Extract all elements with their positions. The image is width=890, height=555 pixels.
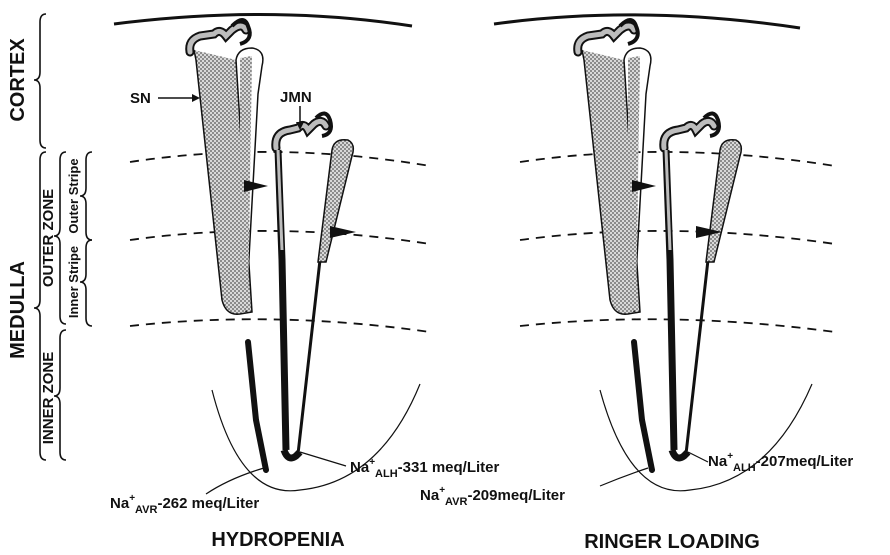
- jmn-label: JMN: [280, 89, 312, 106]
- alh-leader-right: [688, 452, 708, 462]
- arrow-inner-stripe-left: [330, 226, 356, 238]
- avr-sup-right: +: [439, 485, 445, 496]
- inner-stripe-brace: [80, 240, 92, 326]
- alh-prefix-left: Na: [350, 459, 370, 476]
- vasa-recta-right: [634, 342, 652, 470]
- avr-label-right: Na+AVR-209meq/Liter: [420, 485, 565, 508]
- alh-label-left: Na+ALH-331 meq/Liter: [350, 457, 500, 480]
- inner-stripe-label: Inner Stripe: [66, 246, 81, 318]
- vasa-recta-left: [248, 342, 266, 470]
- alh-value-left: -331 meq/Liter: [398, 459, 500, 476]
- superficial-nephron-left: [190, 20, 263, 314]
- avr-prefix-left: Na: [110, 495, 130, 512]
- arrow-outer-stripe-right: [632, 180, 656, 192]
- outer-zone-label: OUTER ZONE: [40, 189, 57, 287]
- alh-sub-right: ALH: [733, 462, 756, 474]
- juxtamedullary-nephron-left: [276, 113, 354, 458]
- alh-leader-left: [300, 452, 346, 466]
- avr-value-left: -262 meq/Liter: [157, 495, 259, 512]
- outer-stripe-label: Outer Stripe: [66, 158, 81, 233]
- kidney-surface-left: [114, 14, 412, 26]
- panel-title-hydropenia: HYDROPENIA: [211, 529, 344, 551]
- panel-title-ringer-loading: RINGER LOADING: [584, 531, 760, 553]
- kidney-surface-right: [494, 15, 800, 28]
- alh-label-right: Na+ALH-207meq/Liter: [708, 451, 853, 474]
- flow-arrows-right: [632, 180, 722, 238]
- avr-value-right: -209meq/Liter: [467, 487, 565, 504]
- outer-stripe-brace: [80, 152, 92, 240]
- boundary-outer-inner-zone-right: [520, 319, 835, 332]
- cortex-brace: [34, 14, 46, 148]
- jmn-thick-ascending-left: [318, 140, 353, 262]
- sn-label: SN: [130, 90, 151, 107]
- papilla-outline-right: [600, 384, 812, 491]
- alh-sup-right: +: [727, 451, 733, 462]
- avr-leader-left: [206, 468, 264, 494]
- avr-leader-right: [600, 468, 648, 486]
- juxtamedullary-nephron-right: [664, 113, 742, 458]
- avr-sub-right: AVR: [445, 496, 467, 508]
- alh-sup-left: +: [369, 457, 375, 468]
- avr-sub-left: AVR: [135, 504, 157, 516]
- arrow-outer-stripe-left: [244, 180, 268, 192]
- avr-prefix-right: Na: [420, 487, 440, 504]
- sn-pointer-head: [192, 94, 200, 102]
- medulla-label: MEDULLA: [7, 261, 29, 359]
- cortex-label: CORTEX: [7, 38, 29, 122]
- alh-prefix-right: Na: [708, 453, 728, 470]
- alh-sub-left: ALH: [375, 468, 398, 480]
- boundary-outer-inner-stripe-right: [520, 231, 835, 244]
- avr-sup-left: +: [129, 493, 135, 504]
- alh-value-right: -207meq/Liter: [756, 453, 854, 470]
- jmn-thick-ascending-right: [706, 140, 741, 262]
- inner-zone-label: INNER ZONE: [40, 352, 57, 445]
- boundary-cortex-outer-stripe-right: [520, 152, 835, 166]
- avr-label-left: Na+AVR-262 meq/Liter: [110, 493, 259, 516]
- superficial-nephron-right: [578, 20, 651, 314]
